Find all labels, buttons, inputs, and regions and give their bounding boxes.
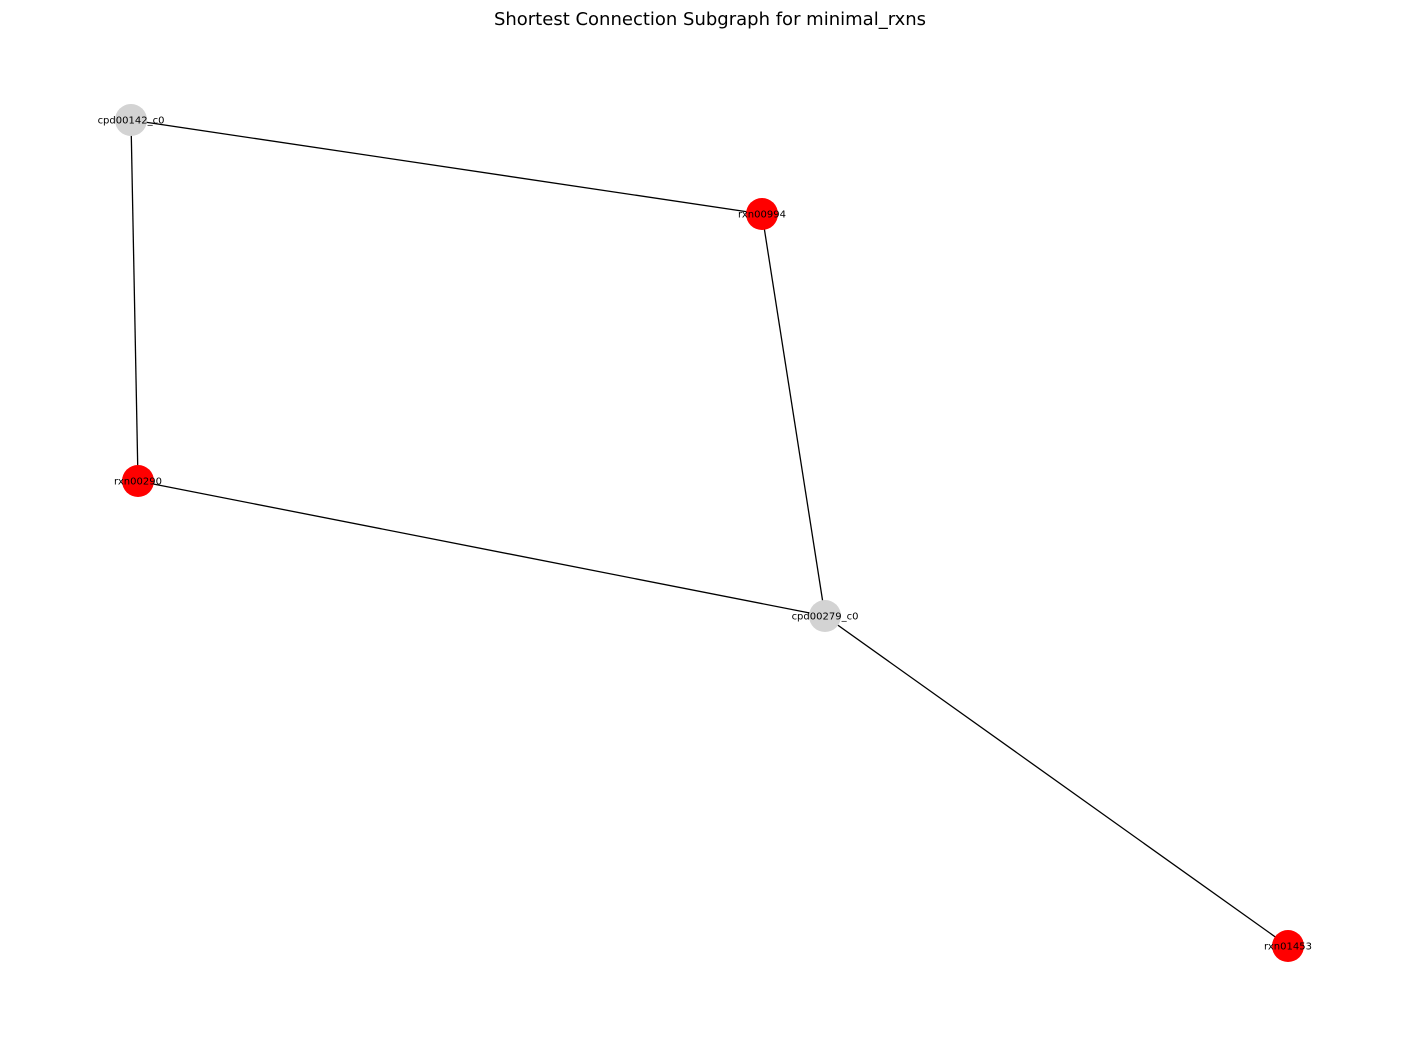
- labels-layer: cpd00142_c0 rxn00994 rxn00290 cpd00279_c0rx…: [98, 116, 1312, 953]
- edge-cpd00142_c0-rxn00290: [130, 119, 139, 482]
- node-label-rxn00994: rxn00994: [738, 210, 786, 221]
- edge-rxn00994-cpd00279_c0: [761, 213, 826, 617]
- edges-layer: [130, 119, 1289, 947]
- node-cpd00279_c0: [809, 600, 841, 632]
- edge-cpd00279_c0-rxn01453: [824, 615, 1289, 947]
- node-label-cpd00279_c0: cpd00279_c0: [792, 612, 859, 623]
- node-cpd00142_c0: [115, 104, 147, 136]
- node-rxn01453: [1272, 930, 1304, 962]
- edge-cpd00142_c0-rxn00994: [130, 119, 763, 215]
- edge-rxn00290-cpd00279_c0: [137, 480, 826, 617]
- node-label-cpd00142_c0: cpd00142_c0: [98, 116, 165, 127]
- node-rxn00290: [122, 465, 154, 497]
- node-rxn00994: [746, 198, 778, 230]
- nodes-layer: [115, 104, 1304, 962]
- node-label-rxn00290: rxn00290: [114, 477, 162, 488]
- node-label-rxn01453: rxn01453: [1264, 942, 1312, 953]
- graph-title: Shortest Connection Subgraph for minimal…: [494, 9, 926, 30]
